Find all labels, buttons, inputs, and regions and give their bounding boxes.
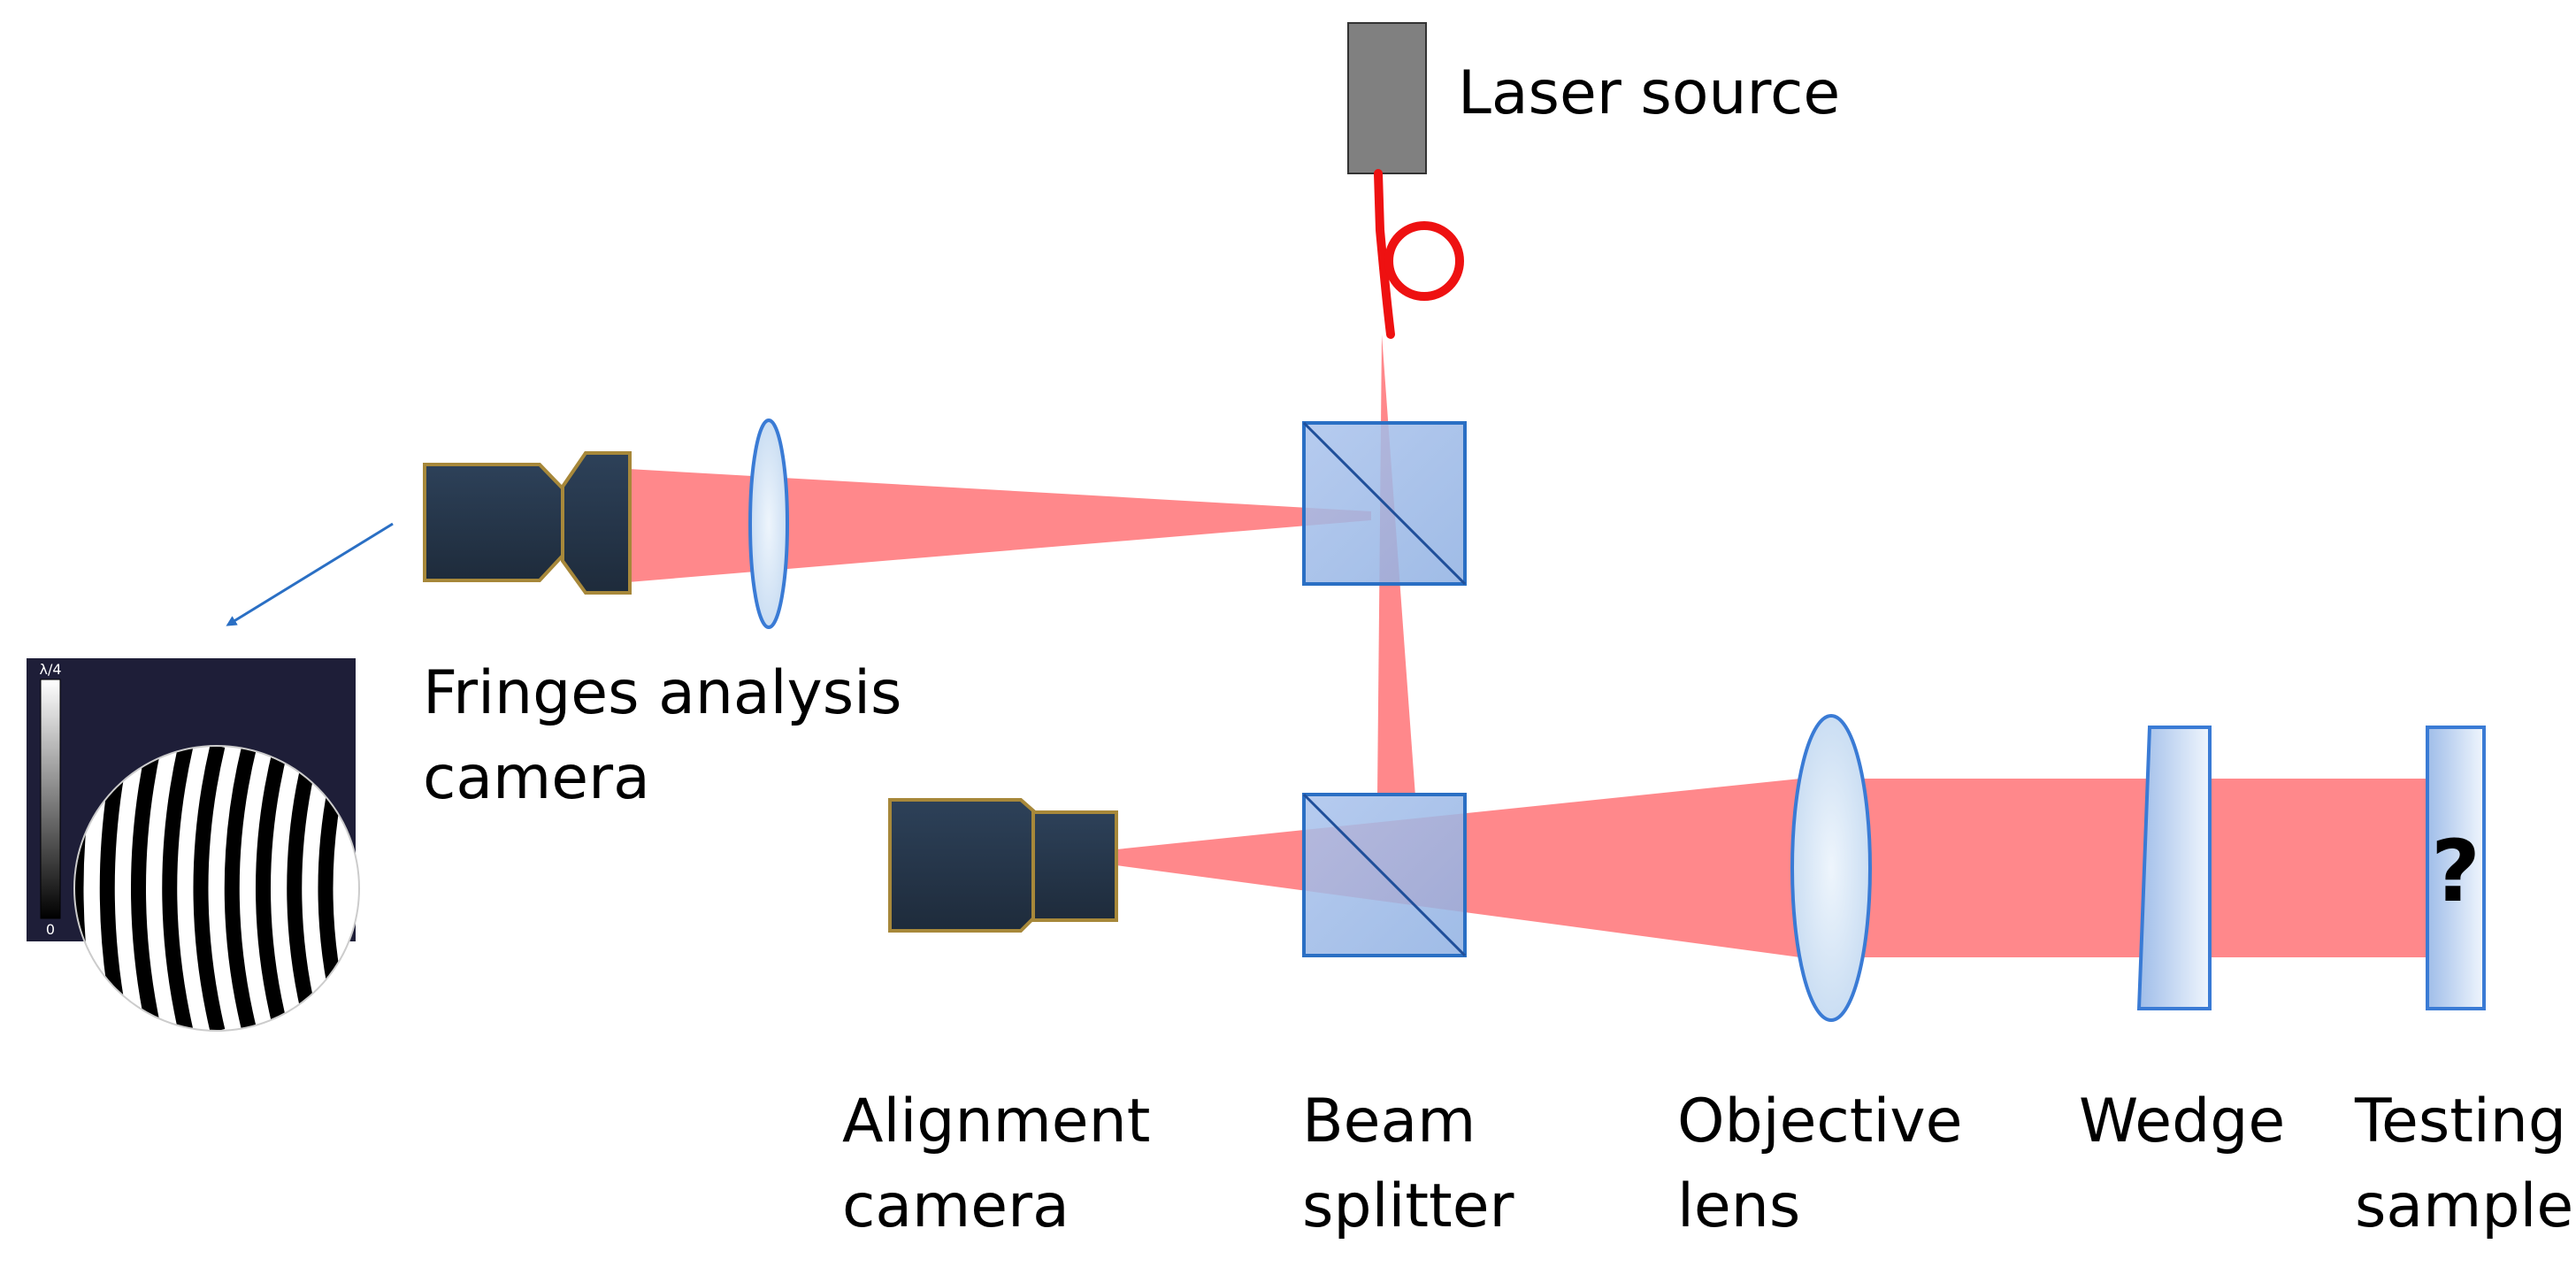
objective-lens	[1790, 714, 1872, 1022]
fringe-stripe	[256, 746, 289, 1031]
objective-lens-label: Objective	[1677, 1087, 1962, 1156]
fiber-loop	[1374, 169, 1464, 339]
beam-splitter-label: Beam	[1302, 1087, 1476, 1156]
collimator-lens	[748, 418, 789, 629]
fringe-stripe	[193, 746, 226, 1031]
fringe-colorbar	[40, 679, 61, 919]
laser-source-box	[1347, 22, 1427, 174]
fringes-camera-icon	[423, 451, 632, 595]
fringe-stripe	[162, 746, 194, 1031]
alignment-camera-label-2: camera	[842, 1171, 1070, 1241]
fringe-stripe	[224, 746, 257, 1031]
testing-sample: ?	[2426, 726, 2486, 1010]
wedge-label: Wedge	[2079, 1087, 2285, 1156]
labels: Fringes analysis camera Alignment camera…	[423, 658, 2573, 1241]
lower-beam-splitter	[1302, 793, 1467, 957]
fringe-stripe	[287, 746, 321, 1031]
fringe-stripe	[131, 746, 162, 1031]
fringe-image: λ/4 0	[27, 658, 360, 1032]
beam-splitter-label-2: splitter	[1302, 1171, 1514, 1241]
alignment-camera-icon	[888, 798, 1118, 933]
laser-source: Laser source	[1347, 22, 1840, 174]
alignment-camera-label: Alignment	[842, 1087, 1150, 1156]
colorbar-top-label: λ/4	[39, 661, 61, 678]
objective-lens-label-2: lens	[1677, 1171, 1800, 1241]
laser-source-label: Laser source	[1458, 58, 1840, 128]
fringes-camera-label: Fringes analysis	[423, 658, 901, 728]
colorbar-bottom-label: 0	[46, 921, 55, 938]
fringes-camera-label-2: camera	[423, 743, 650, 813]
wedge	[2136, 726, 2212, 1010]
upper-beam-splitter	[1302, 421, 1467, 586]
beam-to-fringes-camera	[628, 469, 1371, 582]
unknown-mark: ?	[2431, 822, 2480, 921]
arrow-icon	[226, 522, 394, 626]
testing-sample-label-2: sample	[2355, 1171, 2573, 1241]
testing-sample-label: Testing	[2354, 1087, 2566, 1156]
